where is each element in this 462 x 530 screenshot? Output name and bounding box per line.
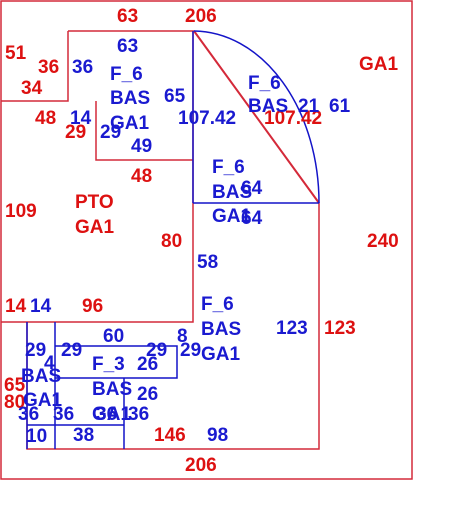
label-34: 34: [21, 78, 43, 99]
blabel-bas-c: BAS: [212, 182, 252, 203]
label-107-42-red: 107.42: [264, 108, 322, 129]
blabel-36-e: 36: [128, 404, 149, 425]
blabel-26-b: 26: [137, 384, 158, 405]
blabel-f3: F_3: [92, 354, 125, 375]
blabel-ga1-e: GA1: [92, 404, 132, 425]
blabel-64-b: 64: [241, 208, 263, 229]
blabel-29-c: 29: [61, 340, 82, 361]
blabel-38: 38: [73, 425, 94, 446]
label-pto: PTO: [75, 192, 114, 213]
blabel-ga1-d: GA1: [201, 344, 241, 365]
building-outline: [1, 30, 320, 450]
blabel-ga1-c: GA1: [212, 206, 252, 227]
label-63-top: 63: [117, 6, 138, 27]
blabel-36: 36: [72, 57, 93, 78]
label-ga1-right: GA1: [359, 54, 399, 75]
blabel-21: 21: [298, 96, 320, 117]
blabel-f6-c: F_6: [212, 157, 245, 178]
blabel-bas-e: BAS: [92, 379, 132, 400]
outer-boundary: [0, 0, 413, 480]
blabel-14: 14: [70, 108, 92, 129]
blabel-29-d: 29: [146, 340, 167, 361]
blabel-65: 65: [164, 86, 186, 107]
label-206-bottom: 206: [185, 455, 217, 476]
label-80-mid: 80: [161, 231, 182, 252]
blabel-107-42: 107.42: [178, 108, 236, 129]
blabel-123: 123: [276, 318, 308, 339]
blabel-29-b: 29: [25, 340, 46, 361]
blabel-60: 60: [103, 326, 124, 347]
blabel-98: 98: [207, 425, 228, 446]
diagonal-edge: [193, 30, 320, 204]
blabel-29-e: 29: [180, 340, 201, 361]
label-51: 51: [5, 43, 27, 64]
blabel-8: 8: [177, 326, 188, 347]
blabel-bas-f: BAS: [21, 366, 61, 387]
blabel-f6-a: F_6: [110, 64, 143, 85]
label-36-left: 36: [38, 57, 59, 78]
label-65: 65: [4, 375, 26, 396]
label-146: 146: [154, 425, 186, 446]
label-80-left: 80: [4, 392, 25, 413]
blabel-bas-b: BAS: [248, 96, 288, 117]
label-240: 240: [367, 231, 399, 252]
label-29-left: 29: [65, 122, 86, 143]
blabel-29-a: 29: [100, 122, 121, 143]
blabel-36-c: 36: [53, 404, 74, 425]
blabel-bas-d: BAS: [201, 319, 241, 340]
blabel-49: 49: [131, 136, 152, 157]
blabel-f6-d: F_6: [201, 294, 234, 315]
label-14-left: 14: [5, 296, 27, 317]
blabel-26-a: 26: [137, 354, 158, 375]
label-48-left: 48: [35, 108, 56, 129]
blabel-36-b: 36: [18, 404, 39, 425]
blabel-64-a: 64: [241, 178, 263, 199]
label-123-red: 123: [324, 318, 356, 339]
blue-inner-lines: [26, 31, 319, 449]
blabel-58: 58: [197, 252, 218, 273]
blabel-f6-b: F_6: [248, 73, 281, 94]
blabel-14-b: 14: [30, 296, 52, 317]
blabel-ga1-f: GA1: [23, 390, 63, 411]
blabel-63: 63: [117, 36, 138, 57]
blabel-ga1-a: GA1: [110, 113, 150, 134]
blabel-bas-a: BAS: [110, 88, 150, 109]
quarter-arc: [193, 30, 320, 204]
label-pto-ga1: GA1: [75, 217, 115, 238]
blabel-4: 4: [44, 353, 55, 374]
label-109: 109: [5, 201, 37, 222]
blabel-61: 61: [329, 96, 351, 117]
blabel-10: 10: [26, 426, 47, 447]
blabel-36-d: 36: [96, 404, 117, 425]
label-206-top: 206: [185, 6, 217, 27]
label-48-mid: 48: [131, 166, 152, 187]
label-96: 96: [82, 296, 103, 317]
